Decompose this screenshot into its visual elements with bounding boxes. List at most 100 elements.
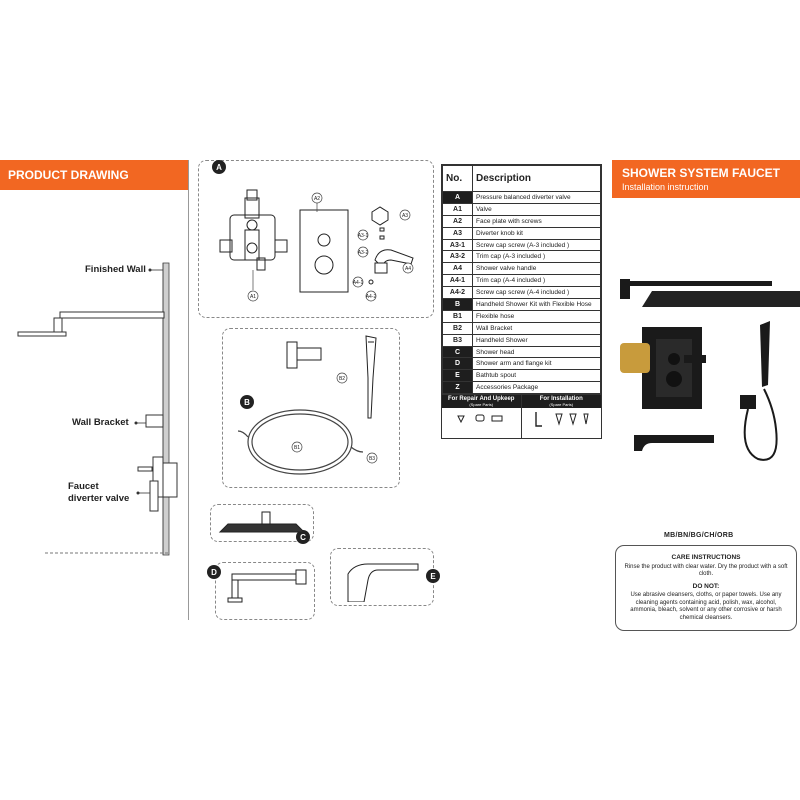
callout-b2: B2 [339,376,345,382]
table-cell-code: A [442,191,473,204]
product-drawing-title: PRODUCT DRAWING [8,168,129,182]
table-cell-code: A3 [442,226,473,240]
repair-parts-icons [457,414,503,424]
shower-system-title: SHOWER SYSTEM FAUCET [622,166,781,180]
product-photos [620,279,800,461]
wall-bracket-drawing [145,414,164,428]
table-cell-code: A2 [442,214,473,228]
table-cell-description: Shower arm and flange kit [472,357,601,371]
callout-a3: A3 [402,213,408,219]
table-cell-description: Shower head [472,345,601,359]
table-cell-code: Z [442,381,473,395]
installation-subtitle: (Spare Parts) [549,402,574,408]
shower-arm-part-drawing [227,569,307,603]
callout-a3-1: A3-1 [358,233,369,239]
left-panel-border [188,160,189,620]
part-c-box [210,504,314,542]
badge-d: D [207,565,221,579]
shower-arm-drawing [59,311,165,319]
table-cell-code: B1 [442,309,473,323]
table-cell-code: D [442,357,473,371]
valve-photo [620,327,706,409]
callout-a4-1: A4-1 [353,280,364,286]
part-a-drawing: A2 A1 A3 A3-1 A3-2 A4 A4-1 A4-2 [219,189,414,302]
face-plate-drawing [299,209,349,293]
bathtub-spout-drawing [347,563,419,602]
product-drawing-banner: PRODUCT DRAWING [0,160,188,190]
table-cell-code: B [442,298,473,311]
table-cell-code: A3-2 [442,250,473,264]
callout-a1: A1 [250,294,256,300]
table-cell-description: Handheld Shower Kit with Flexible Hose [472,298,601,311]
table-cell-description: Diverter knob kit [472,226,601,240]
installation-drawing [17,262,178,556]
installation-section: For Installation (Spare Parts) [521,395,601,438]
shower-head-drawing [17,331,67,337]
installation-title: For Installation [539,396,583,403]
table-cell-code: A4 [442,262,473,276]
part-b-box [222,328,400,488]
care-title: CARE INSTRUCTIONS [671,554,741,561]
finished-wall [162,262,170,556]
callout-b3: B3 [369,456,375,462]
table-cell-description: Trim cap (A-4 included ) [472,274,601,288]
table-cell-code: A4-2 [442,286,473,300]
table-cell-description: Bathtub spout [472,369,601,383]
care-instructions-box: CARE INSTRUCTIONS Rinse the product with… [615,545,797,631]
table-cell-description: Screw cap screw (A-4 included ) [472,286,601,300]
table-cell-description: Screw cap screw (A-3 included ) [472,238,601,252]
badge-c: C [296,530,310,544]
callout-a4-2: A4-2 [366,294,377,300]
callout-a2: A2 [314,196,320,202]
table-header-no: No. [442,165,473,192]
part-a-box [198,160,434,318]
diverter-knob-drawing [371,206,389,240]
repair-title: For Repair And Upkeep [448,396,515,403]
table-cell-code: E [442,369,473,383]
part-b-drawing: B2 B1 B3 [237,335,378,475]
repair-section: For Repair And Upkeep (Spare Parts) [442,395,522,439]
table-cell-description: Valve [472,202,601,216]
table-cell-description: Face plate with screws [472,214,601,228]
table-cell-code: B2 [442,321,473,335]
table-cell-description: Trim cap (A-3 included ) [472,250,601,264]
handheld-shower-photo [740,321,778,461]
table-cell-description: Pressure balanced diverter valve [472,191,601,204]
installation-parts-icons [534,412,589,427]
table-footer: For Repair And Upkeep (Spare Parts) For … [442,394,601,439]
part-d-box [215,562,315,620]
callout-a4: A4 [405,266,411,272]
table-cell-description: Handheld Shower [472,333,601,347]
valve-body-drawing [219,189,288,271]
finishes-text: MB/BN/BG/CH/ORB [664,532,734,539]
donot-text: Use abrasive cleansers, cloths, or paper… [630,592,782,621]
table-cell-description: Shower valve handle [472,262,601,276]
installation-subtitle-text: Installation instruction [622,182,709,192]
badge-b: B [240,395,254,409]
wall-bracket-part-drawing [286,341,322,369]
handheld-shower-drawing [365,335,377,419]
badge-a: A [212,160,226,174]
table-header-description: Description [472,165,601,192]
wall-bracket-label: Wall Bracket [72,417,129,428]
flexible-hose-drawing [237,409,364,475]
badge-e: E [426,569,440,583]
table-cell-code: A4-1 [442,274,473,288]
table-cell-description: Flexible hose [472,309,601,323]
diverter-valve-label: diverter valve [68,493,130,504]
